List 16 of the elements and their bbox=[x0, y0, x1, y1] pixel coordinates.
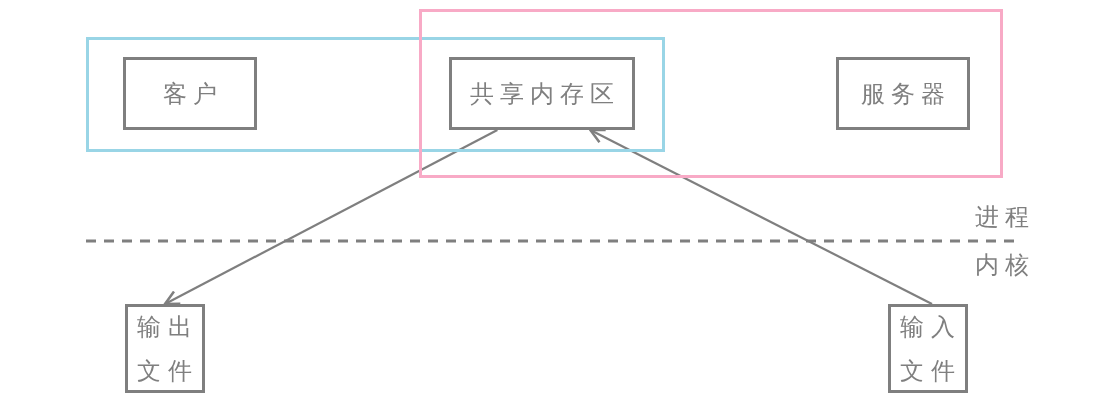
file-box bbox=[888, 304, 968, 393]
file-box bbox=[125, 304, 205, 393]
node-label: 输出文件 bbox=[136, 311, 199, 387]
server-box bbox=[836, 57, 970, 130]
group-frame bbox=[86, 37, 665, 152]
layer-label: 内核 bbox=[975, 250, 1035, 280]
node-label: 输入文件 bbox=[899, 311, 962, 387]
shared-memory-box bbox=[449, 57, 635, 130]
node-label: 客户 bbox=[163, 78, 223, 109]
group-frame bbox=[419, 9, 1003, 178]
client-box bbox=[123, 57, 257, 130]
node-label: 共享内存区 bbox=[470, 78, 620, 109]
arrow bbox=[589, 128, 933, 305]
layer-label: 进程 bbox=[975, 202, 1035, 232]
node-label: 服务器 bbox=[861, 78, 951, 109]
arrow bbox=[163, 129, 498, 306]
